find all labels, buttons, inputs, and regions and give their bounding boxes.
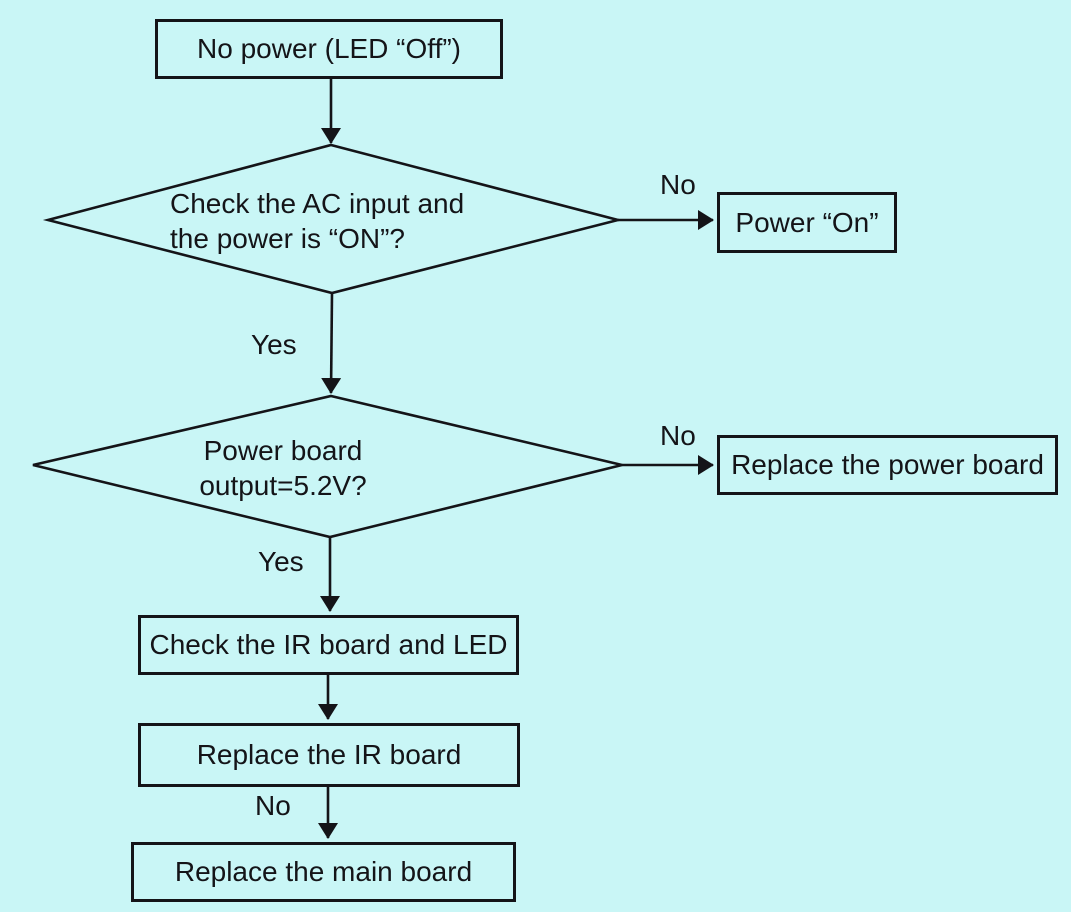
node-replace-power-board-label: Replace the power board (731, 449, 1044, 480)
decision-ac-text: Check the AC input and the power is “ON”… (170, 186, 464, 256)
edge-label-ac-no: No (660, 169, 696, 200)
node-replace-ir: Replace the IR board (138, 723, 520, 787)
node-power-on: Power “On” (717, 192, 897, 253)
node-replace-main-label: Replace the main board (174, 856, 473, 887)
decision-power-board-line1: Power board (203, 435, 363, 466)
edge-label-power-board-no: No (660, 420, 696, 451)
node-power-on-label: Power “On” (735, 206, 879, 238)
node-check-ir-label: Check the IR board and LED (149, 629, 508, 660)
node-start: No power (LED “Off”) (155, 19, 503, 79)
decision-power-board-line2: output=5.2V? (199, 470, 367, 501)
edge-label-power-board-yes: Yes (258, 546, 304, 577)
edge-label-ir-no: No (255, 790, 291, 821)
arrow-ac-yes-to-power-board (321, 292, 342, 394)
decision-ac-line1: Check the AC input and (170, 188, 465, 219)
edge-label-ac-yes: Yes (251, 329, 297, 360)
node-replace-main: Replace the main board (131, 842, 516, 902)
node-check-ir: Check the IR board and LED (138, 615, 519, 675)
decision-power-board-text: Power board output=5.2V? (158, 433, 408, 503)
node-start-label: No power (LED “Off”) (197, 33, 461, 64)
node-replace-power-board: Replace the power board (717, 435, 1058, 495)
node-replace-ir-label: Replace the IR board (196, 739, 462, 770)
decision-ac-line2: the power is “ON”? (170, 223, 405, 254)
